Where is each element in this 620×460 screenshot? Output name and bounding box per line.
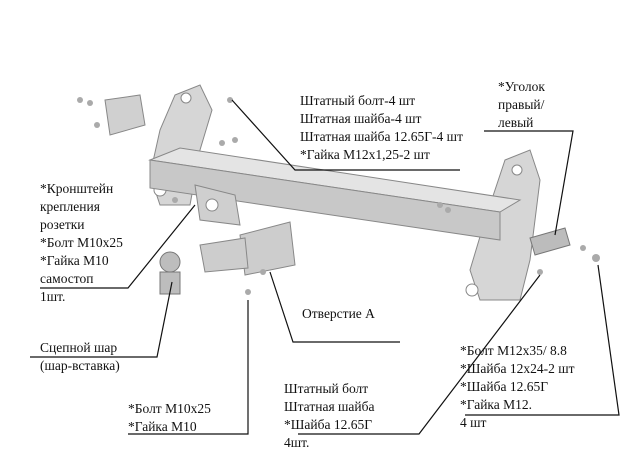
label-line: *Болт М12х35/ 8.8	[460, 343, 567, 358]
label-line: *Гайка М10	[128, 419, 197, 434]
label-line: *Уголок	[498, 79, 545, 94]
label-line: (шар-вставка)	[40, 358, 120, 373]
label-line: правый/	[498, 97, 545, 112]
label-line: *Шайба 12.65Г	[284, 417, 373, 432]
label-line: *Болт М10х25	[128, 401, 211, 416]
corner-label: *Уголок правый/ левый	[498, 78, 545, 132]
label-line: *Шайба 12х24-2 шт	[460, 361, 575, 376]
bolt-m12-label: *Болт М12х35/ 8.8 *Шайба 12х24-2 шт *Шай…	[460, 342, 575, 432]
ball-mount	[199, 221, 296, 276]
label-line: *Гайка М12.	[460, 397, 533, 412]
fasteners	[77, 97, 600, 295]
label-line: крепления	[40, 199, 100, 214]
label-line: левый	[498, 115, 534, 130]
label-line: Сцепной шар	[40, 340, 118, 355]
label-line: самостоп	[40, 271, 94, 286]
tow-ball-label: Сцепной шар (шар-вставка)	[40, 339, 120, 375]
label-line: *Болт М10х25	[40, 235, 123, 250]
label-line: *Кронштейн	[40, 181, 114, 196]
standard-bolt-bottom-label: Штатный болт Штатная шайба *Шайба 12.65Г…	[284, 380, 375, 452]
label-line: Штатный болт-4 шт	[300, 93, 416, 108]
label-line: *Гайка М12х1,25-2 шт	[300, 147, 430, 162]
label-line: Штатная шайба	[284, 399, 375, 414]
socket-bracket	[194, 184, 241, 226]
socket-bracket-label: *Кронштейн крепления розетки *Болт М10х2…	[40, 180, 123, 306]
top-left-plate	[104, 94, 146, 136]
label-line: 4шт.	[284, 435, 310, 450]
label-line: Штатная шайба 12.65Г-4 шт	[300, 129, 463, 144]
crossbeam	[148, 147, 522, 241]
label-line: Штатная шайба-4 шт	[300, 111, 422, 126]
tow-ball	[159, 251, 181, 295]
label-line: 1шт.	[40, 289, 66, 304]
label-line: *Гайка М10	[40, 253, 109, 268]
label-line: *Шайба 12.65Г	[460, 379, 549, 394]
corner-bracket	[529, 227, 571, 256]
bolt-m10-label: *Болт М10х25 *Гайка М10	[128, 400, 211, 436]
leader-lines	[30, 99, 620, 435]
standard-kit-label: Штатный болт-4 шт Штатная шайба-4 шт Шта…	[300, 92, 463, 164]
label-line: Штатный болт	[284, 381, 369, 396]
label-line: розетки	[40, 217, 85, 232]
label-line: 4 шт	[460, 415, 487, 430]
hole-a-label: Отверстие А	[302, 306, 375, 321]
